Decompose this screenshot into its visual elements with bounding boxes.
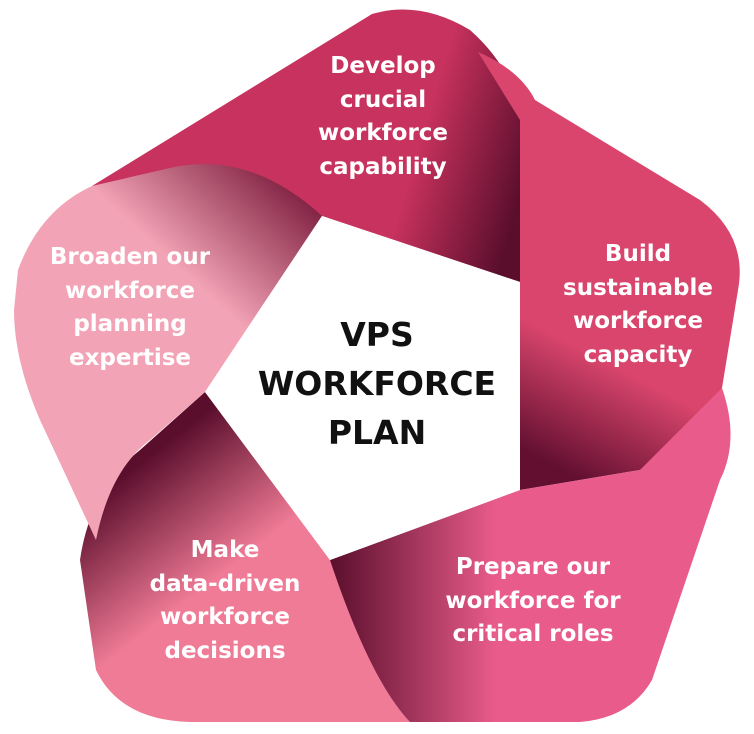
- center-pentagon: [205, 216, 520, 560]
- center-title-line: VPS: [340, 315, 414, 354]
- label-line: data-driven: [149, 570, 301, 597]
- segment-critical-roles: [330, 388, 731, 722]
- label-line: workforce: [64, 277, 196, 304]
- label-line: expertise: [68, 344, 191, 371]
- segment-develop-capability: [92, 9, 520, 283]
- label-line: Broaden our: [49, 244, 211, 270]
- label-data-driven: Make data-driven workforce decisions: [120, 534, 330, 668]
- label-critical-roles: Prepare our workforce for critical roles: [418, 551, 648, 652]
- label-line: Make: [190, 537, 260, 563]
- center-title: VPS WORKFORCE PLAN: [252, 310, 502, 457]
- label-line: capacity: [583, 341, 693, 368]
- label-build-capacity: Build sustainable workforce capacity: [528, 238, 748, 372]
- label-planning-expertise: Broaden our workforce planning expertise: [20, 241, 240, 375]
- segment-planning-expertise: [14, 164, 322, 540]
- segment-build-capacity: [478, 52, 740, 490]
- label-line: critical roles: [452, 621, 614, 647]
- label-line: planning: [73, 311, 187, 337]
- label-line: sustainable: [563, 274, 713, 301]
- label-line: Develop: [330, 53, 436, 79]
- center-title-line: PLAN: [327, 413, 427, 452]
- label-line: workforce: [159, 604, 291, 630]
- label-line: workforce: [572, 308, 704, 334]
- label-line: capability: [319, 153, 447, 180]
- label-line: decisions: [164, 637, 286, 664]
- label-line: crucial: [339, 86, 427, 113]
- label-line: workforce: [317, 120, 449, 146]
- label-line: Build: [604, 241, 672, 267]
- label-develop-capability: Develop crucial workforce capability: [278, 50, 488, 184]
- label-line: Prepare our: [455, 554, 611, 580]
- label-line: workforce for: [445, 587, 621, 614]
- segment-data-driven: [80, 392, 410, 722]
- center-title-line: WORKFORCE: [257, 364, 497, 403]
